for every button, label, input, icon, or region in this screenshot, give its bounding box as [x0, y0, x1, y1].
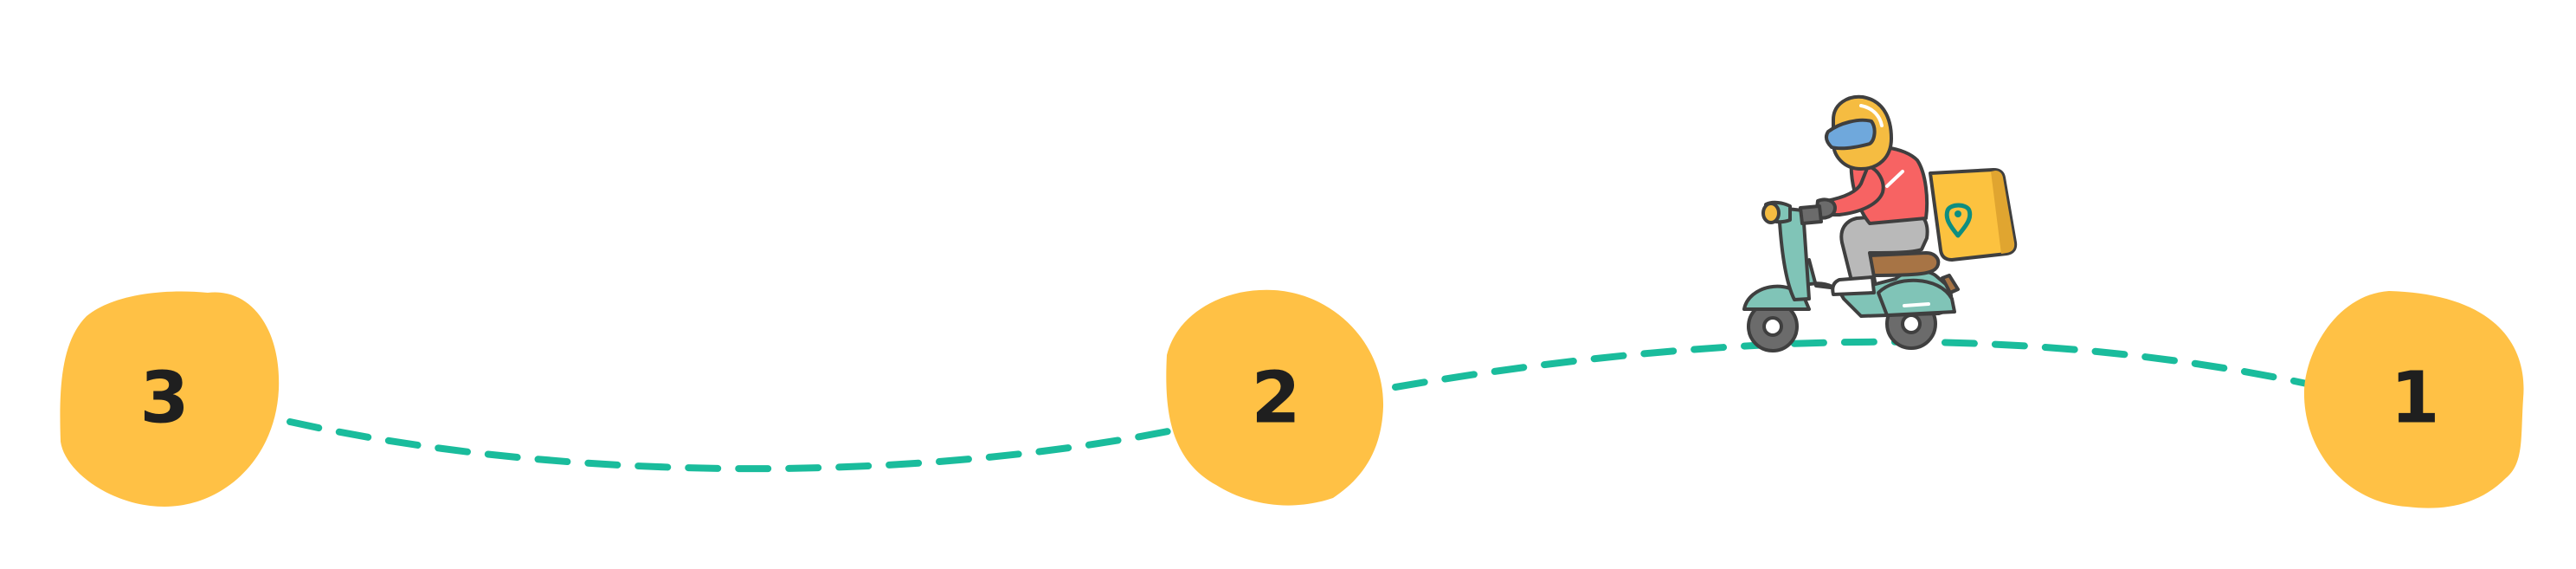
step-number-2: 2	[1251, 358, 1300, 440]
front-wheel	[1747, 301, 1799, 352]
step-blob-3	[60, 291, 280, 507]
delivery-box-icon	[1929, 168, 2018, 262]
step-node-2: 2	[1166, 289, 1384, 506]
scooter-seat	[1868, 251, 1941, 277]
step-blob-1	[2303, 291, 2524, 508]
location-pin-icon	[1944, 203, 1973, 238]
step-number-1: 1	[2390, 358, 2439, 440]
rider-legs	[1839, 212, 1929, 286]
route-path-3-to-2	[287, 418, 1181, 473]
route-path-2-to-1	[1392, 338, 2310, 391]
step-number-3: 3	[139, 358, 189, 440]
step-blob-2	[1166, 289, 1384, 506]
step-node-1: 1	[2303, 291, 2524, 508]
delivery-courier-scooter-icon	[1742, 94, 2018, 352]
rider-helmet	[1824, 94, 1893, 171]
rider-arm	[1825, 165, 1885, 217]
step-node-3: 3	[60, 291, 280, 507]
